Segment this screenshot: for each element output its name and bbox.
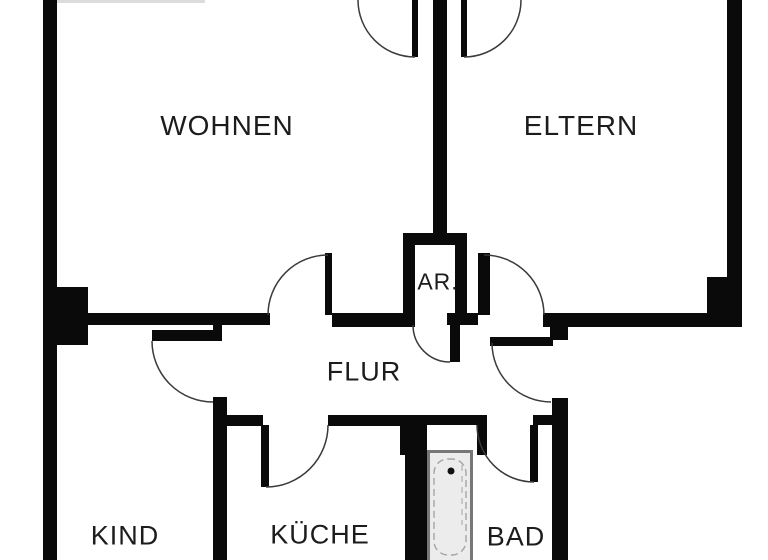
wall-right-exterior [727, 0, 742, 327]
door-arc-wohnen [267, 254, 329, 316]
wall-eltern-flur [543, 313, 742, 327]
wall-wohnen-flur-left [88, 313, 270, 325]
door-arc-kueche [265, 424, 329, 488]
door-leaf-kueche [261, 425, 269, 487]
wall-pier-left [57, 287, 88, 345]
door-leaf-kind [152, 330, 215, 341]
room-label-kueche: KÜCHE [270, 519, 370, 550]
door-leaf-ar [450, 315, 460, 362]
door-arc-eltern [483, 254, 545, 316]
room-label-flur: FLUR [326, 356, 402, 387]
wall-wohnen-flur-right [332, 313, 402, 327]
door-arc-entrance [491, 342, 552, 403]
wall-ar-right [455, 233, 467, 315]
wall-kueche-top-right [328, 415, 405, 426]
door-leaf-bad [530, 425, 538, 482]
door-hinge-notch-kind [213, 325, 222, 341]
wall-left-exterior [43, 0, 57, 560]
door-leaf-wohnen [325, 253, 332, 315]
wall-pier-right [707, 277, 742, 327]
wall-bad-door-jamb [477, 415, 487, 455]
wall-block-kueche-bad [400, 415, 427, 455]
door-arc-bad [476, 424, 535, 483]
door-arc-ar [412, 324, 451, 363]
room-label-bad: BAD [486, 521, 546, 552]
door-leaf-top-right [461, 0, 467, 57]
wall-bad-top-over-tub [427, 415, 477, 425]
door-leaf-entrance [490, 337, 553, 346]
door-arc-kind [151, 340, 214, 403]
wall-kueche-bad-divider [405, 455, 427, 560]
wall-kueche-top-left [213, 415, 263, 426]
door-leaf-top-left [412, 0, 418, 57]
door-leaf-eltern [478, 253, 490, 315]
wall-entry-jamb-top [550, 327, 568, 340]
room-label-kind: KIND [90, 520, 160, 551]
bathtub-icon [427, 450, 473, 560]
wall-ar-top [403, 233, 467, 245]
room-label-eltern: ELTERN [523, 110, 639, 141]
door-arc-top-right [463, 0, 522, 58]
wall-top-faint-line [57, 0, 205, 3]
wall-bad-right [552, 398, 568, 560]
wall-kind-kueche-divider [213, 397, 227, 560]
room-label-ar: AR. [417, 268, 459, 295]
room-label-wohnen: WOHNEN [160, 110, 294, 141]
wall-ar-left [403, 233, 415, 315]
door-arc-top-left [357, 0, 416, 58]
wall-wohnen-eltern-divider [433, 0, 447, 233]
bathtub-drain-dot [447, 467, 455, 475]
wall-bad-hinge-stub [533, 415, 553, 425]
wall-ar-foot-left [397, 313, 415, 327]
